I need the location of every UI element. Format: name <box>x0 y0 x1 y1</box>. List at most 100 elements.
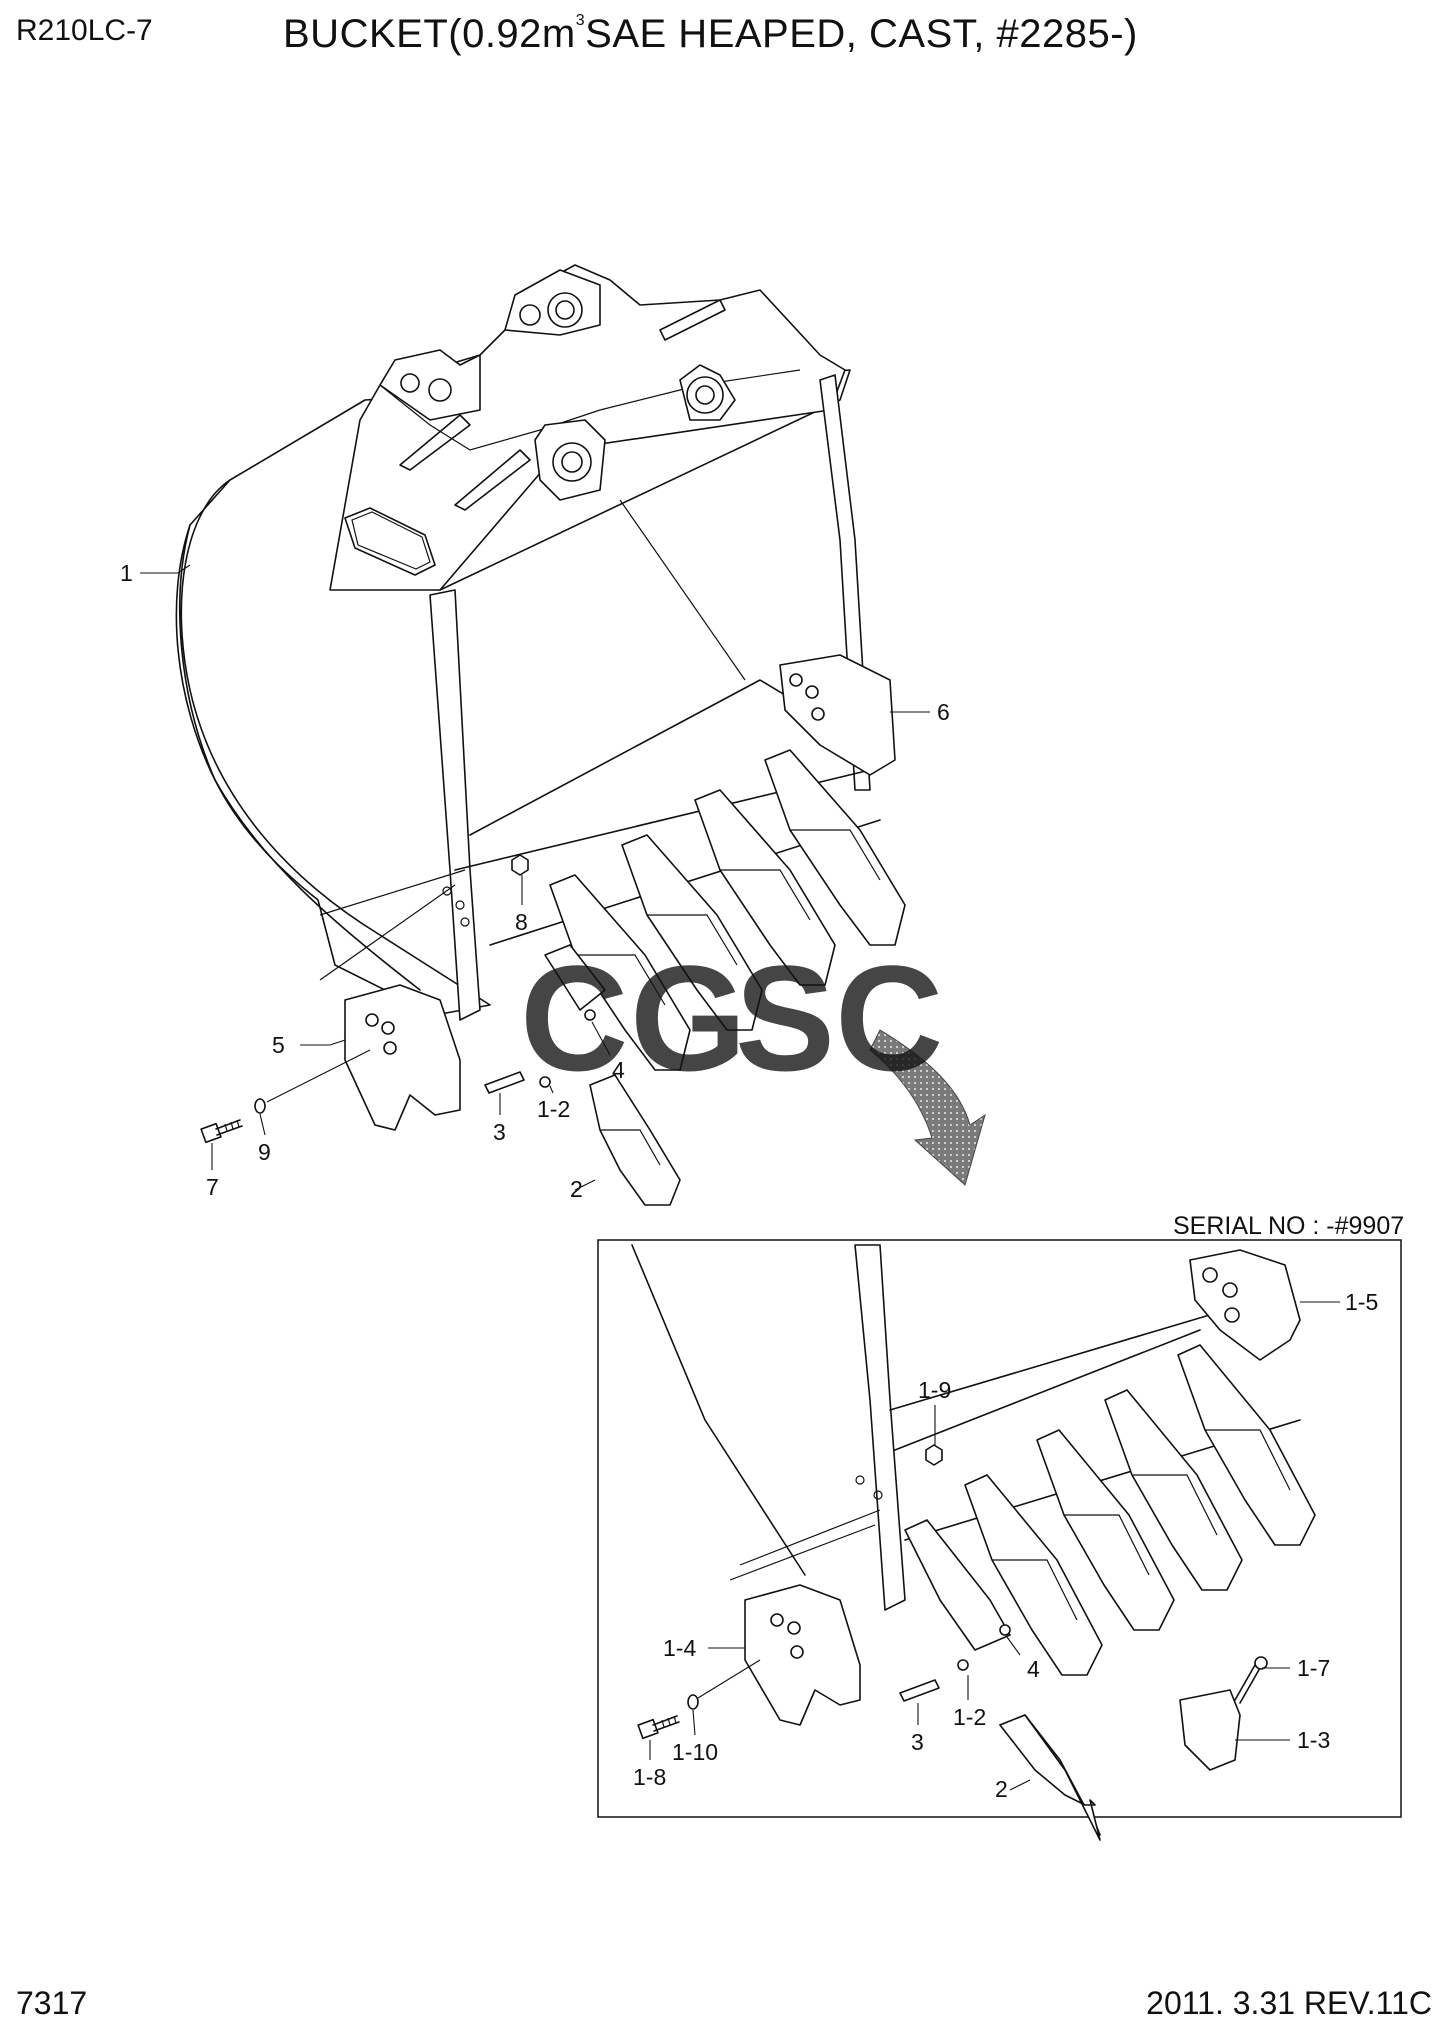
tooth-detail <box>1064 1514 1150 1576</box>
detail-callout-1-4: 1-4 <box>663 1635 696 1661</box>
bucket-shell-rear <box>175 479 491 1016</box>
side-cutter-right <box>779 654 896 776</box>
cutter-bolt <box>1222 1282 1238 1298</box>
lug-hole <box>695 385 715 405</box>
cutter-hole <box>787 1621 801 1635</box>
cutter-hole <box>365 1013 379 1027</box>
detail-side-edge <box>729 1524 876 1581</box>
detail-tooth-2-body <box>999 1714 1101 1841</box>
nut-1-9 <box>925 1444 943 1466</box>
cutter-hole <box>381 1021 395 1035</box>
watermark-letter-c2: C <box>835 934 943 1102</box>
detail-arrow <box>869 1029 986 1186</box>
bolt-hole <box>460 917 470 927</box>
cutter-hole <box>790 1645 804 1659</box>
side-window-inner <box>351 511 431 570</box>
detail-retainer-4 <box>999 1624 1011 1636</box>
side-cutter-left <box>344 984 461 1131</box>
tooth-2 <box>589 1074 681 1206</box>
detail-lock-1-2 <box>957 1659 969 1671</box>
bolt-hole <box>455 900 465 910</box>
detail-box <box>597 1239 1402 1818</box>
detail-callout-3: 3 <box>911 1729 924 1755</box>
tooth-detail <box>647 914 738 966</box>
detail-lip-line <box>894 1329 1201 1451</box>
main-teeth <box>544 749 906 1071</box>
bolt-hole <box>855 1475 865 1485</box>
callout-1-2: 1-2 <box>537 1096 570 1122</box>
cutter-hole <box>770 1613 784 1627</box>
detail-pin-3 <box>899 1679 940 1702</box>
detail-block-1-3 <box>1179 1689 1241 1771</box>
bucket-lug-mid <box>504 269 601 336</box>
cutter-hole <box>383 1041 397 1055</box>
detail-bolt-1-8 <box>637 1715 680 1740</box>
bolt-7 <box>200 1119 243 1144</box>
detail-tooth <box>1036 1429 1175 1631</box>
callout-5: 5 <box>272 1032 285 1058</box>
detail-bolt-1-7 <box>1234 1664 1261 1704</box>
detail-callout-1-3: 1-3 <box>1297 1727 1330 1753</box>
detail-callout-1-2: 1-2 <box>953 1704 986 1730</box>
detail-tooth <box>964 1474 1103 1676</box>
callout-2: 2 <box>570 1176 583 1202</box>
title-main: BUCKET(0.92m <box>283 12 576 56</box>
watermark-letter-g: G <box>630 934 747 1102</box>
floor-line <box>619 499 746 681</box>
tooth-detail <box>575 954 666 1006</box>
callout-4: 4 <box>612 1057 625 1083</box>
bucket-lug-rear <box>679 364 736 421</box>
nut-8 <box>511 854 529 876</box>
retainer-4 <box>584 1009 596 1021</box>
tooth <box>621 834 763 1031</box>
page-title: BUCKET(0.92m3SAE HEAPED, CAST, #2285-) <box>283 12 1138 57</box>
tooth-detail <box>1132 1474 1218 1536</box>
tooth-detail <box>992 1559 1078 1621</box>
side-window <box>344 507 436 576</box>
side-plate-left <box>429 589 481 1021</box>
adapter <box>544 944 606 1011</box>
bucket-shell-curve <box>179 524 421 991</box>
tooth <box>694 789 836 986</box>
cutter-bolt <box>805 685 819 699</box>
lug-boss <box>547 292 583 328</box>
gusset <box>659 299 726 341</box>
bucket-main-drawing <box>175 264 896 1021</box>
detail-callout-4: 4 <box>1027 1656 1040 1682</box>
detail-lip-line <box>889 1299 1261 1411</box>
detail-callout-1-5: 1-5 <box>1345 1289 1378 1315</box>
title-superscript: 3 <box>575 12 586 29</box>
tooth <box>764 749 906 946</box>
tooth-detail <box>1205 1429 1291 1491</box>
detail-adapter <box>904 1519 1011 1651</box>
detail-washer-1-10 <box>687 1694 699 1710</box>
model-code: R210LC-7 <box>16 14 153 47</box>
revision-date: 2011. 3.31 REV.11C <box>1146 1985 1432 2021</box>
detail-side-plate <box>854 1244 906 1611</box>
detail-bolt-1-7-head <box>1254 1656 1268 1670</box>
detail-callouts: 1-5 1-9 1-4 4 1-7 1-3 3 1-2 1-10 1-8 2 <box>633 1289 1378 1802</box>
tooth-detail <box>790 829 881 881</box>
detail-callout-2: 2 <box>995 1776 1008 1802</box>
detail-side-edge <box>739 1509 881 1566</box>
side-edge-line <box>319 869 466 916</box>
cutter-bolt <box>1202 1267 1218 1283</box>
tooth-detail <box>720 869 811 921</box>
page-number: 7317 <box>16 1985 88 2021</box>
pin-3 <box>484 1071 525 1094</box>
lug-boss <box>686 376 724 414</box>
lug-hole <box>519 304 541 326</box>
lug-hole <box>428 378 452 402</box>
washer-9 <box>254 1098 266 1114</box>
lug-boss <box>552 442 592 482</box>
callout-8: 8 <box>515 909 528 935</box>
side-edge-line <box>319 884 456 981</box>
bolt-hole <box>873 1490 883 1500</box>
watermark-letter-s: S <box>735 934 835 1102</box>
gusset <box>454 449 531 511</box>
callout-6: 6 <box>937 699 950 725</box>
tooth-detail <box>600 1129 661 1166</box>
detail-callout-1-9: 1-9 <box>918 1377 951 1403</box>
bucket-lug-front <box>534 419 606 501</box>
cutter-bolt <box>811 707 825 721</box>
